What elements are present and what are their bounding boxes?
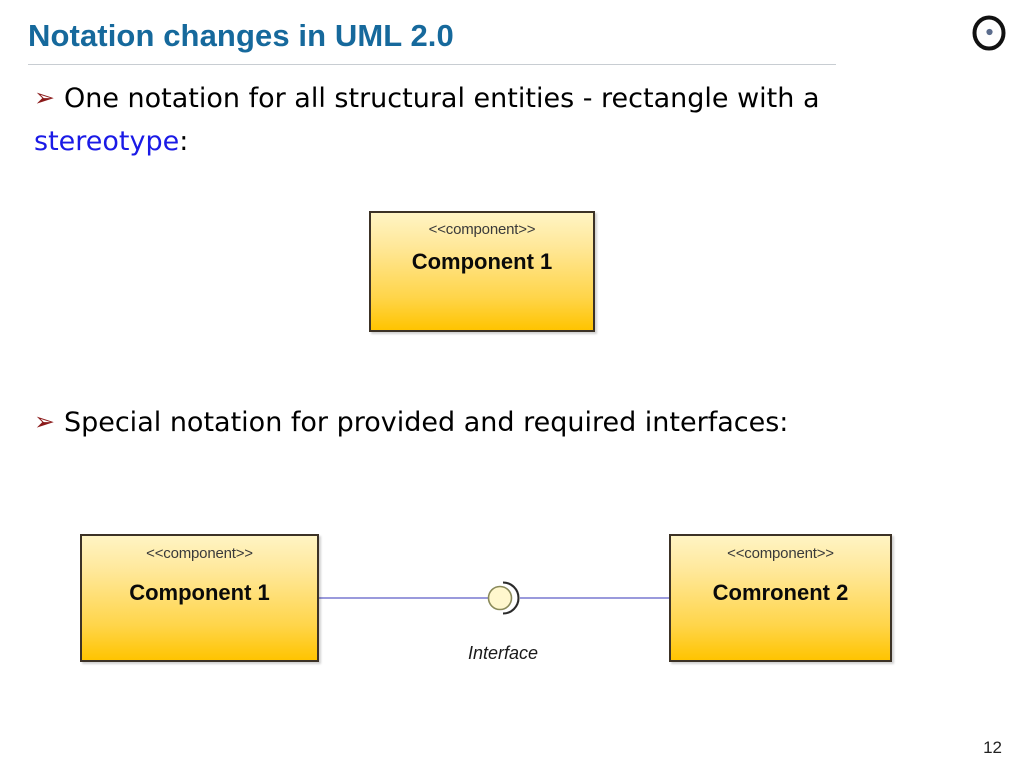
connector-line-right: [520, 597, 669, 599]
connector-line-left: [319, 597, 493, 599]
uml-component-box-right[interactable]: <<component>> Comronent 2: [669, 534, 892, 662]
bullet-2-text: Special notation for provided and requir…: [63, 407, 789, 438]
uml-component-box-single[interactable]: <<component>> Component 1: [369, 211, 595, 332]
bullet-1-text-before: One notation for all structural entities…: [63, 83, 820, 114]
bullet-1-highlight-stereotype: stereotype: [34, 126, 180, 157]
bullet-arrow-icon: ➢: [34, 407, 55, 436]
bullet-arrow-icon: ➢: [34, 83, 55, 112]
component-stereotype-label: <<component>>: [428, 221, 536, 238]
page-title: Notation changes in UML 2.0: [28, 18, 454, 53]
component-stereotype-label: <<component>>: [146, 545, 253, 562]
interface-name-label: Interface: [467, 643, 539, 663]
eye-circle-logo-icon: [970, 14, 1008, 52]
component-name-label: Component 1: [129, 580, 270, 605]
bullet-item-1: ➢ One notation for all structural entitie…: [34, 76, 934, 163]
bullet-item-2: ➢ Special notation for provided and requi…: [34, 400, 934, 444]
ball-and-socket-interface-icon[interactable]: [484, 580, 520, 616]
page-number: 12: [983, 738, 1002, 757]
component-name-label: Comronent 2: [712, 580, 849, 605]
uml-component-box-left[interactable]: <<component>> Component 1: [80, 534, 319, 662]
component-stereotype-label: <<component>>: [727, 545, 834, 562]
component-name-label: Component 1: [411, 249, 553, 274]
bullet-1-text-after: :: [179, 126, 189, 157]
title-divider: [28, 64, 836, 65]
